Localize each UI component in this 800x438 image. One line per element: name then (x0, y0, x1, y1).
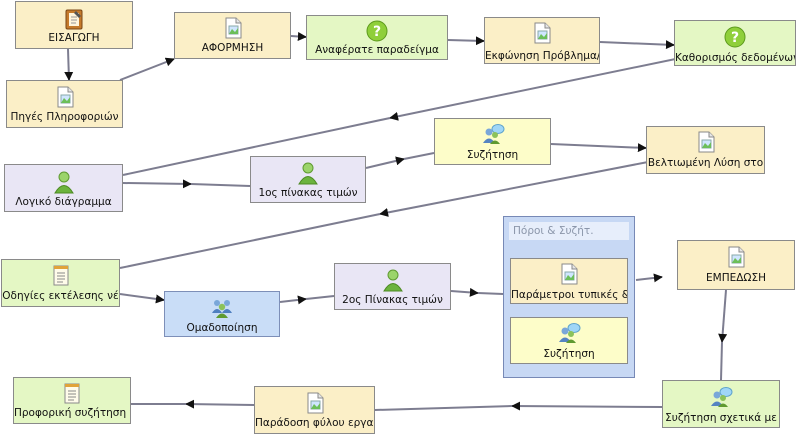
node-omadopoiisi[interactable]: Ομαδοποίηση (164, 291, 280, 337)
person-icon (382, 269, 403, 292)
image-document-icon (728, 246, 745, 268)
connector-logiko-pinakas1 (122, 179, 192, 189)
image-document-icon (698, 131, 714, 153)
node-paradosi[interactable]: Παράδοση φύλου εργασ (254, 386, 375, 434)
list-document-icon (53, 265, 68, 286)
node-proforiki[interactable]: Προφορική συζήτηση ν (13, 377, 131, 424)
question-icon: ? (724, 26, 746, 48)
image-document-icon (561, 263, 578, 285)
connector-syzitisi1-veltiomeni (550, 143, 647, 153)
connector-pinakas2-group (450, 287, 479, 297)
discussion-icon (482, 124, 504, 144)
node-label: Βελτιωμένη Λύση στο (647, 157, 764, 169)
node-pinakas-2[interactable]: 2ος Πίνακας τιμών (334, 263, 451, 310)
node-label: Εκφώνηση Πρόβλημα/Πα (485, 50, 599, 62)
connector-syzitisi-paradosi (511, 401, 663, 411)
node-syzitisi-2[interactable]: Συζήτηση (510, 317, 628, 364)
connector-ekfonisi-kathorismos (599, 40, 675, 50)
connector-eisagogi-piges (64, 48, 74, 81)
connector-aformisi-anaferate (290, 31, 307, 41)
node-label: Καθορισμός δεδομένων (675, 52, 795, 64)
connector-omadopoiisi-pinakas2 (279, 295, 307, 305)
node-empedosi[interactable]: ΕΜΠΕΔΩΣΗ (677, 240, 795, 290)
connector-empedosi-syzitisi (718, 289, 728, 343)
node-syzitisi-sxetika[interactable]: Συζήτηση σχετικά με (662, 380, 780, 428)
node-label: 2ος Πίνακας τιμών (342, 294, 443, 306)
node-label: Συζήτηση σχετικά με (665, 412, 777, 424)
node-label: 1ος πίνακας τιμών (258, 187, 358, 199)
svg-text:?: ? (373, 24, 381, 40)
connector-veltiomeni-odigies (379, 161, 649, 217)
question-icon: ? (366, 20, 388, 42)
discussion-icon (559, 323, 581, 343)
image-document-icon (225, 17, 241, 39)
svg-text:?: ? (731, 30, 739, 46)
connector-kathorismos-logiko (389, 55, 691, 121)
connector-piges-aformisi (119, 57, 175, 81)
image-document-icon (534, 22, 551, 44)
node-kathorismos[interactable]: ? Καθορισμός δεδομένων (674, 20, 796, 66)
group-title: Πόροι & Συζήτ. (509, 222, 629, 240)
node-parametroi[interactable]: Παράμετροι τυπικές & (510, 258, 628, 304)
node-label: Ομαδοποίηση (186, 322, 258, 334)
node-label: Αναφέρατε παραδείγμα (315, 44, 439, 56)
node-logiko[interactable]: Λογικό διάγραμμα (4, 164, 123, 212)
image-document-icon (307, 392, 323, 414)
node-label: Παράμετροι τυπικές & (511, 289, 627, 301)
connector-anaferate-ekfonisi (447, 36, 485, 46)
group-icon (212, 300, 232, 318)
image-document-icon (57, 86, 73, 108)
node-veltiomeni[interactable]: Βελτιωμένη Λύση στο (646, 126, 765, 174)
node-syzitisi-1[interactable]: Συζήτηση (434, 118, 551, 165)
connector-paradosi-proforiki (185, 399, 255, 409)
node-label: ΕΙΣΑΓΩΓΗ (48, 32, 100, 44)
person-icon (298, 162, 318, 185)
node-pinakas-1[interactable]: 1ος πίνακας τιμών (250, 156, 366, 203)
node-label: Παράδοση φύλου εργασ (255, 417, 374, 429)
connector-odigies-omadopoiisi (119, 293, 165, 304)
notebook-icon (65, 9, 83, 30)
node-label: Συζήτηση (543, 348, 595, 360)
node-odigies[interactable]: Οδηγίες εκτέλεσης νέ (1, 259, 120, 307)
node-aformisi[interactable]: ΑΦΟΡΜΗΣΗ (174, 12, 291, 59)
person-icon (53, 171, 74, 194)
node-label: Λογικό διάγραμμα (15, 196, 112, 208)
node-eisagogi[interactable]: ΕΙΣΑΓΩΓΗ (15, 1, 133, 49)
node-label: Συζήτηση (466, 149, 519, 161)
node-label: Οδηγίες εκτέλεσης νέ (2, 290, 119, 302)
node-label: ΕΜΠΕΔΩΣΗ (706, 272, 766, 284)
node-label: Πηγές Πληροφοριών (10, 111, 119, 123)
node-label: Προφορική συζήτηση ν (14, 407, 130, 419)
node-ekfonisi[interactable]: Εκφώνηση Πρόβλημα/Πα (484, 17, 600, 64)
list-document-icon (64, 383, 80, 404)
connector-group-empedosi (635, 273, 663, 283)
discussion-icon (711, 387, 733, 407)
node-piges[interactable]: Πηγές Πληροφοριών (6, 80, 123, 128)
connector-pinakas1-syzitisi1 (365, 156, 405, 169)
node-anaferate[interactable]: ? Αναφέρατε παραδείγμα (306, 15, 448, 60)
node-label: ΑΦΟΡΜΗΣΗ (201, 42, 264, 54)
